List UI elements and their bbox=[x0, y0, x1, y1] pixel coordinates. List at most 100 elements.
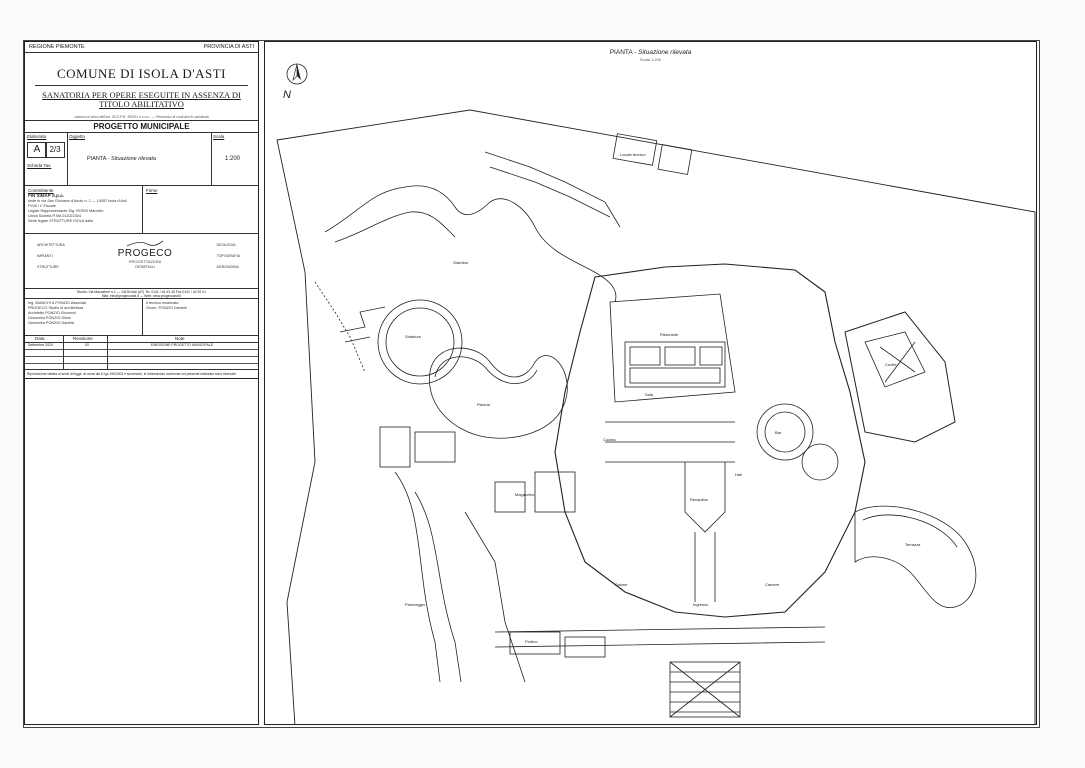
plan-title-italic: Situazione rilevata bbox=[638, 49, 692, 56]
small-building bbox=[657, 144, 693, 175]
north-arrow-icon bbox=[286, 63, 308, 85]
small-building bbox=[612, 133, 658, 166]
elaborato-label: Elaborato bbox=[27, 134, 47, 139]
terrace-outline bbox=[377, 299, 463, 385]
building-wing bbox=[864, 331, 926, 388]
tecnico-line: Ing. BIANCHI & PONZIO Associati bbox=[28, 301, 87, 305]
table-row bbox=[25, 356, 258, 364]
round-room bbox=[756, 403, 814, 461]
table-row bbox=[25, 363, 258, 370]
oggetto-prefix: PIANTA - bbox=[87, 156, 112, 162]
footnote: Riproduzione vietata ai sensi di legge. … bbox=[25, 370, 258, 379]
tecnico-incaricato-label: Il tecnico incaricato: bbox=[146, 301, 180, 305]
plan-label: Locale tecnico bbox=[620, 152, 646, 157]
firme-cell: Firme bbox=[143, 186, 258, 233]
address-line: Studio: Via Maccaferri n.1 — 14100 Asti … bbox=[77, 290, 206, 294]
ramp bbox=[489, 166, 611, 218]
logo-sub: GENERALI bbox=[134, 264, 156, 269]
comune-section: COMUNE DI ISOLA D'ASTI SANATORIA PER OPE… bbox=[25, 53, 258, 121]
scala-value: 1:200 bbox=[225, 156, 241, 162]
studio-logo-row: ARCHITETTURA IMPIANTI STRUTTURE PROGECO … bbox=[25, 234, 258, 289]
access-road bbox=[414, 491, 462, 683]
rev-header-revisione: Revisione bbox=[73, 336, 93, 341]
rev-cell-revisione: 00 bbox=[85, 343, 89, 347]
oggetto-cell: Oggetto PIANTA - Situazione rilevata bbox=[67, 133, 212, 185]
stair-steps bbox=[670, 671, 740, 713]
committente-line: Legale Rappresentante Sig. ROSSI Marcell… bbox=[28, 209, 104, 213]
committente-name: FIN SIMAP S.p.a. bbox=[28, 193, 64, 198]
plan-label: Cortile bbox=[885, 362, 897, 367]
discipline-label: IMPIANTI bbox=[37, 254, 53, 258]
progetto-title: PROGETTO MUNICIPALE bbox=[25, 121, 258, 133]
property-boundary bbox=[276, 109, 1036, 724]
plan-label: Reception bbox=[690, 497, 709, 502]
rev-cell-note: EMISSIONE PROGETTO MUNICIPALE bbox=[151, 343, 214, 347]
room bbox=[629, 367, 721, 384]
curved-terrace bbox=[862, 514, 958, 548]
tecnico-incaricato-cell: Il tecnico incaricato: Geom. PONZIO Dani… bbox=[143, 299, 258, 335]
building-wing bbox=[879, 341, 916, 383]
scala-cell: Scala 1:200 bbox=[211, 133, 258, 185]
rev-header-note: Note bbox=[175, 336, 185, 341]
floor-plan-drawing bbox=[276, 109, 1036, 724]
access-road bbox=[394, 471, 441, 683]
address-line: Mail: info@progecoasti.it — Web: www.pro… bbox=[101, 294, 182, 298]
tecnico-incaricato-name: Geom. PONZIO Daniele bbox=[146, 306, 187, 310]
corridor bbox=[494, 626, 826, 648]
building-wing bbox=[844, 311, 956, 443]
room bbox=[629, 346, 661, 366]
scala-label: Scala bbox=[213, 134, 225, 139]
divider bbox=[107, 336, 108, 369]
plan-label: Hall bbox=[735, 472, 742, 477]
discipline-label: AGRONOMIA bbox=[216, 265, 239, 269]
revision-table: Data Revisione Note Settembre 2024 00 EM… bbox=[25, 336, 258, 370]
plan-label: Portico bbox=[525, 639, 538, 644]
plan-label: Parcheggio bbox=[405, 602, 426, 607]
logo-disciplines-right: GEOLOGIA TOPOGRAFIA AGRONOMIA bbox=[217, 240, 241, 273]
sanatoria-note: Istanza ai sensi dell'art. 36 D.P.R. 380… bbox=[74, 115, 209, 119]
stair-diagonal bbox=[669, 661, 741, 718]
plan-label: Piscina bbox=[477, 402, 490, 407]
oggetto-italic: Situazione rilevata bbox=[111, 156, 156, 162]
committente-line: P.IVA / C.Fiscale bbox=[28, 204, 56, 208]
elaborato-letter: A bbox=[27, 142, 47, 158]
committente-line: Unica Società P.IVA 011022304 bbox=[28, 214, 81, 218]
plan-label: Terrazza bbox=[905, 542, 921, 547]
divider bbox=[63, 336, 64, 369]
sheet-frame bbox=[23, 40, 1040, 728]
plan-label: Giardino bbox=[453, 260, 469, 265]
building-inner bbox=[609, 293, 736, 403]
entrance-stairs bbox=[669, 661, 741, 718]
room bbox=[494, 481, 526, 513]
plan-label: Cucina bbox=[603, 437, 616, 442]
table-row: Settembre 2024 00 EMISSIONE PROGETTO MUN… bbox=[25, 342, 258, 350]
plan-label: Magazzino bbox=[515, 492, 535, 497]
room bbox=[564, 636, 606, 658]
room bbox=[699, 346, 723, 366]
pool-outline bbox=[429, 347, 568, 439]
discipline-label: ARCHITETTURA bbox=[37, 243, 65, 247]
wall bbox=[684, 462, 726, 533]
wall bbox=[694, 532, 716, 602]
rev-header-data: Data bbox=[35, 336, 45, 341]
pool-outline bbox=[434, 356, 538, 384]
room bbox=[379, 426, 411, 468]
revision-table-header: Data Revisione Note bbox=[25, 336, 258, 343]
north-label: N bbox=[283, 89, 291, 101]
access-road bbox=[464, 511, 526, 683]
firme-label: Firme bbox=[146, 188, 158, 193]
room bbox=[624, 341, 726, 388]
plan-label: Sala bbox=[645, 392, 654, 397]
logo-sub: PROGETTAZIONI bbox=[128, 259, 162, 264]
tecnici-cell: Ing. BIANCHI & PONZIO Associati PROGECO … bbox=[25, 299, 143, 335]
round-room bbox=[801, 443, 839, 481]
divider bbox=[35, 85, 248, 86]
committente-line: Sede legale STRUTTURE ISOLA dalle bbox=[28, 219, 94, 223]
studio-address: Studio: Via Maccaferri n.1 — 14100 Asti … bbox=[25, 289, 258, 299]
room bbox=[664, 346, 696, 366]
planting-line bbox=[314, 281, 366, 373]
plan-label: Camere bbox=[765, 582, 780, 587]
elaborato-row: Elaborato A 2/3 Scheda Tav. Oggetto PIAN… bbox=[25, 133, 258, 186]
committente-line: sede in via San Giovanni d'Asolo n. 2 — … bbox=[28, 199, 127, 203]
plan-scale-note: Scala 1:200 bbox=[639, 57, 662, 62]
